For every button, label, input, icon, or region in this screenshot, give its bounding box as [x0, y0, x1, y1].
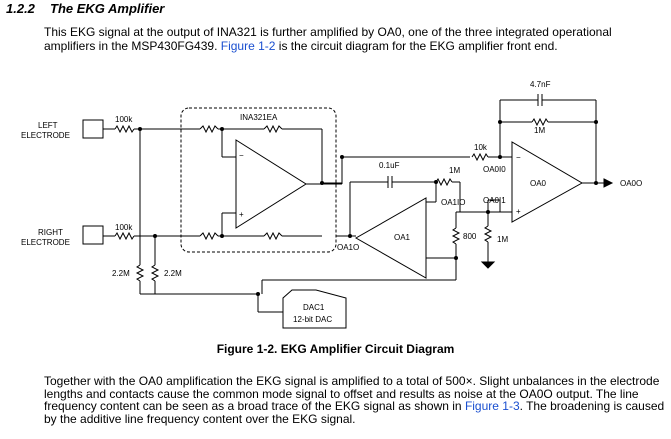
oa0-minus-label: − [516, 153, 521, 162]
resistor-10k [471, 152, 489, 162]
dac1-label-2: 12-bit DAC [293, 315, 332, 324]
ina-plus-label: + [239, 210, 244, 219]
dac1-block [282, 289, 347, 329]
oa0-out-label: OA0O [620, 179, 642, 188]
dac1-label-1: DAC1 [303, 303, 325, 312]
oa1-amplifier-symbol [354, 197, 427, 279]
intro-text-after: is the circuit diagram for the EKG ampli… [275, 39, 558, 53]
r-left-in-label: 100k [115, 115, 133, 124]
ina321-label: INA321EA [240, 113, 278, 122]
oa1-out-label: OA1O [337, 243, 359, 252]
resistor-oa1-feedback [435, 177, 453, 187]
section-heading: 1.2.2 The EKG Amplifier [6, 1, 164, 16]
resistor-800 [451, 227, 461, 245]
cap-feedback-label: 0.1uF [379, 161, 400, 170]
cap-4n7-label: 4.7nF [530, 80, 551, 89]
oa0-output-arrow [603, 178, 614, 188]
oa0-label: OA0 [530, 179, 547, 188]
resistor-bias-a [135, 264, 145, 282]
outro-text-after: . The broadening is caused by the additi… [44, 399, 665, 426]
oa1-in-label: OA1IO [441, 198, 465, 207]
r-bias-a-label: 2.2M [112, 269, 130, 278]
right-electrode-box [82, 225, 104, 245]
left-electrode-label-1: LEFT [38, 121, 58, 130]
figure-1-3-link[interactable]: Figure 1-3 [464, 399, 520, 414]
ground-symbol [480, 261, 496, 269]
r-oa1-feedback-label: 1M [449, 166, 460, 175]
r-bias-b-label: 2.2M [164, 269, 182, 278]
resistor-1m-ground [483, 225, 493, 243]
ina-minus-label: − [239, 151, 244, 160]
figure-caption: Figure 1-2. EKG Amplifier Circuit Diagra… [216, 342, 455, 356]
oa0-in0-label: OA0I0 [483, 165, 506, 174]
intro-text-before: This EKG signal at the output of INA321 … [44, 25, 612, 53]
r-1m-ground-label: 1M [497, 235, 508, 244]
resistor-left-in [114, 124, 135, 134]
r-1m-feedback-label: 1M [534, 126, 545, 135]
r-right-in-label: 100k [115, 223, 133, 232]
figure-1-2-link[interactable]: Figure 1-2 [220, 39, 276, 53]
oa0-plus-label: + [516, 207, 521, 216]
section-number: 1.2.2 [6, 1, 35, 16]
section-title: The EKG Amplifier [50, 1, 165, 16]
resistor-right-in [114, 231, 135, 241]
r-10k-label: 10k [474, 143, 488, 152]
ina321-amplifier-symbol [235, 139, 307, 229]
ina321-box [180, 107, 337, 253]
right-electrode-label-2: ELECTRODE [21, 238, 70, 247]
ekg-amplifier-circuit-diagram: LEFT ELECTRODE RIGHT ELECTRODE 100k 100k… [21, 80, 642, 329]
right-electrode-label-1: RIGHT [38, 228, 63, 237]
left-electrode-box [82, 119, 104, 139]
intro-paragraph: This EKG signal at the output of INA321 … [44, 25, 664, 53]
resistor-bias-b [150, 264, 160, 282]
oa1-label: OA1 [394, 233, 411, 242]
outro-text-before: Together with the OA0 amplification the … [44, 374, 660, 414]
left-electrode-label-2: ELECTRODE [21, 131, 70, 140]
resistor-1m-feedback [531, 117, 549, 127]
oa0-amplifier-symbol [511, 141, 584, 223]
outro-paragraph: Together with the OA0 amplification the … [44, 375, 666, 425]
r-800-label: 800 [463, 232, 477, 241]
oa0-in1-label: OA0I1 [483, 196, 506, 205]
